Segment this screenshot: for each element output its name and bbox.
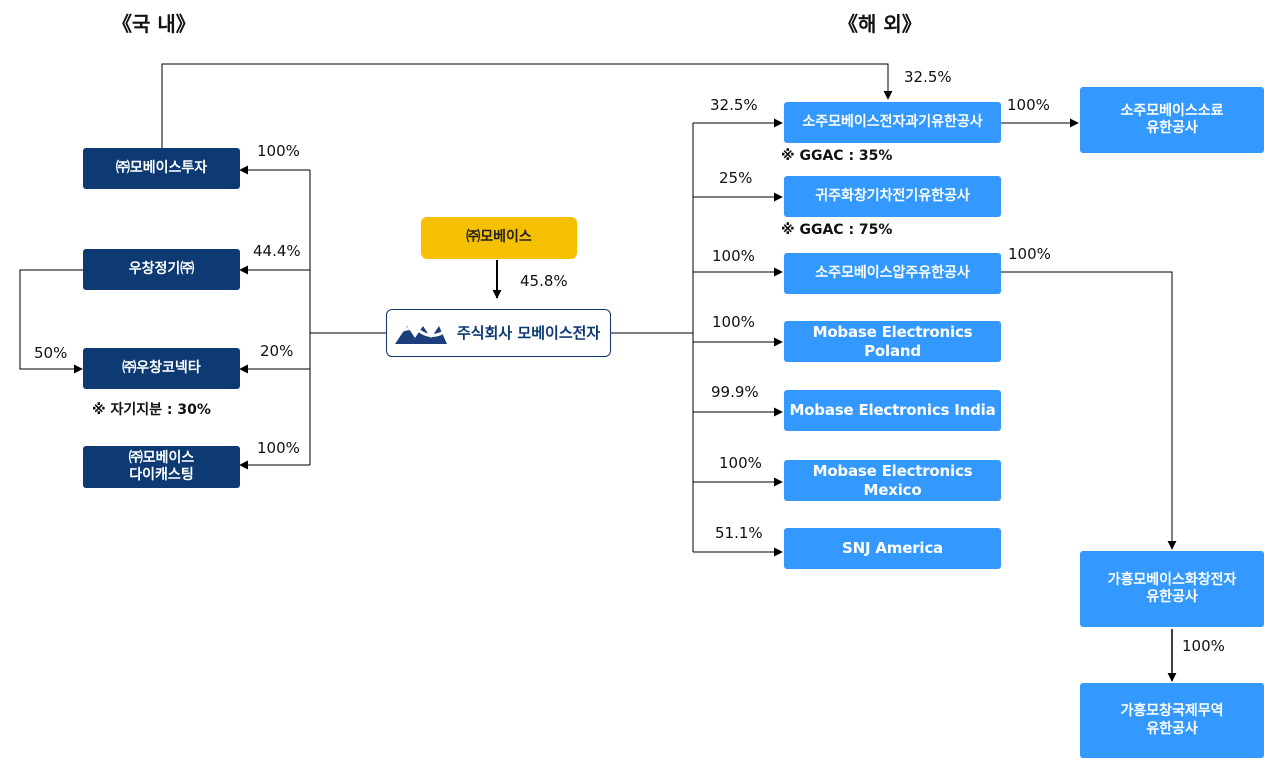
- subsidiary-name-line1: 가흥모베이스화창전자: [1107, 571, 1237, 588]
- domestic-pct: 20%: [260, 342, 294, 360]
- treasury-stock-note: ※ 자기지분 : 30%: [92, 402, 211, 418]
- subsidiary-pct: 100%: [1182, 637, 1225, 655]
- domestic-name: 우창정기㈜: [128, 260, 195, 277]
- overseas-pct: 100%: [712, 247, 755, 265]
- overseas-box-guizhou: 귀주화창기차전기유한공사: [784, 176, 1001, 217]
- overseas-name: Mobase Electronics Poland: [812, 322, 973, 360]
- overseas-name: Mobase Electronics Mexico: [812, 461, 973, 499]
- subsidiary-pct: 100%: [1007, 96, 1050, 114]
- domestic-pct: 44.4%: [253, 242, 301, 260]
- overseas-name: 소주모베이스전자과기유한공사: [802, 113, 983, 130]
- domestic-pct: 100%: [257, 142, 300, 160]
- subsidiary-name-line1: 가흥모창국제무역: [1120, 703, 1224, 719]
- overseas-name: SNJ America: [842, 539, 943, 558]
- main-company-name: 주식회사 모베이스전자: [457, 323, 601, 342]
- mobase-logo-icon: [395, 326, 448, 344]
- domestic-box-mobase-investment: ㈜모베이스투자: [83, 148, 240, 189]
- domestic-box-mobase-diecasting: ㈜모베이스 다이캐스팅: [83, 446, 240, 488]
- subsidiary-box-jiaxing: 가흥모베이스화창전자 유한공사: [1080, 551, 1264, 627]
- overseas-name: 귀주화창기차전기유한공사: [815, 187, 970, 204]
- parent-company-box: ㈜모베이스: [421, 217, 577, 259]
- parent-pct: 45.8%: [520, 272, 568, 290]
- overseas-pct: 100%: [719, 454, 762, 472]
- domestic-header: 《국 내》: [112, 12, 196, 36]
- woochang-cross-pct: 50%: [34, 344, 68, 362]
- subsidiary-pct: 100%: [1008, 245, 1051, 263]
- domestic-box-woochang-connector: ㈜우창코넥타: [83, 348, 240, 389]
- domestic-name: ㈜모베이스투자: [115, 159, 208, 176]
- subsidiary-name-line2: 유한공사: [1146, 589, 1198, 605]
- subsidiary-box-suzhou-material: 소주모베이스소료 유한공사: [1080, 87, 1264, 153]
- domestic-name-line1: ㈜모베이스: [128, 449, 195, 466]
- overseas-header: 《해 외》: [838, 12, 922, 36]
- overseas-pct: 51.1%: [715, 524, 763, 542]
- main-company-box: 주식회사 모베이스전자: [386, 309, 611, 357]
- overseas-box-suzhou-pressing: 소주모베이스압주유한공사: [784, 253, 1001, 294]
- overseas-box-poland: Mobase Electronics Poland: [784, 321, 1001, 362]
- domestic-box-woochang-precision: 우창정기㈜: [83, 249, 240, 290]
- overseas-box-suzhou-electronics: 소주모베이스전자과기유한공사: [784, 102, 1001, 143]
- subsidiary-name-line2: 유한공사: [1146, 120, 1198, 136]
- overseas-pct: 100%: [712, 313, 755, 331]
- overseas-box-india: Mobase Electronics India: [784, 390, 1001, 431]
- investment-cross-pct: 32.5%: [904, 68, 952, 86]
- overseas-name: 소주모베이스압주유한공사: [815, 264, 970, 281]
- overseas-box-snj-america: SNJ America: [784, 528, 1001, 569]
- subsidiary-name-line1: 소주모베이스소료: [1120, 102, 1224, 119]
- subsidiary-name-line2: 유한공사: [1146, 720, 1198, 737]
- overseas-pct: 99.9%: [711, 383, 759, 401]
- overseas-pct: 25%: [719, 169, 753, 187]
- domestic-name: ㈜우창코넥타: [122, 359, 201, 376]
- domestic-name-line2: 다이캐스팅: [129, 467, 194, 483]
- ggac-note: ※ GGAC : 35%: [781, 148, 893, 164]
- parent-company-name: ㈜모베이스: [466, 229, 532, 246]
- ggac-note: ※ GGAC : 75%: [781, 222, 893, 238]
- domestic-pct: 100%: [257, 439, 300, 457]
- subsidiary-box-jiaxing-trade: 가흥모창국제무역 유한공사: [1080, 683, 1264, 758]
- overseas-pct: 32.5%: [710, 96, 758, 114]
- overseas-name: Mobase Electronics India: [789, 401, 996, 420]
- overseas-box-mexico: Mobase Electronics Mexico: [784, 460, 1001, 501]
